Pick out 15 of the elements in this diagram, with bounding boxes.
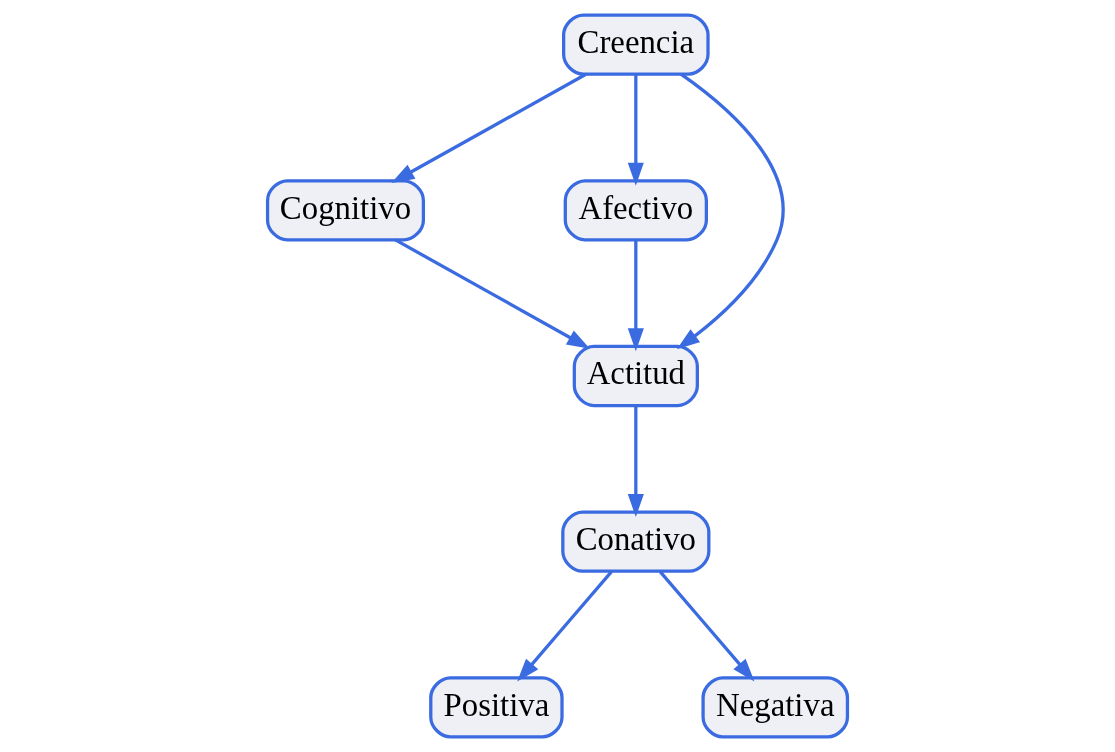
node-box: Actitud [572,344,699,408]
arrow [676,72,785,350]
arrow [658,570,755,682]
node-box: Conativo [561,510,711,573]
arrow [627,405,644,518]
node-box: Creencia [562,13,710,76]
arrow [517,570,613,682]
node-box: Afectivo [563,179,708,242]
node-box: Positiva [429,676,564,739]
node-box: Negativa [701,676,850,739]
arrow [627,240,644,352]
arrow [394,238,590,349]
node-box: Cognitivo [265,179,426,242]
arrow [627,74,644,186]
arrow [391,72,587,183]
